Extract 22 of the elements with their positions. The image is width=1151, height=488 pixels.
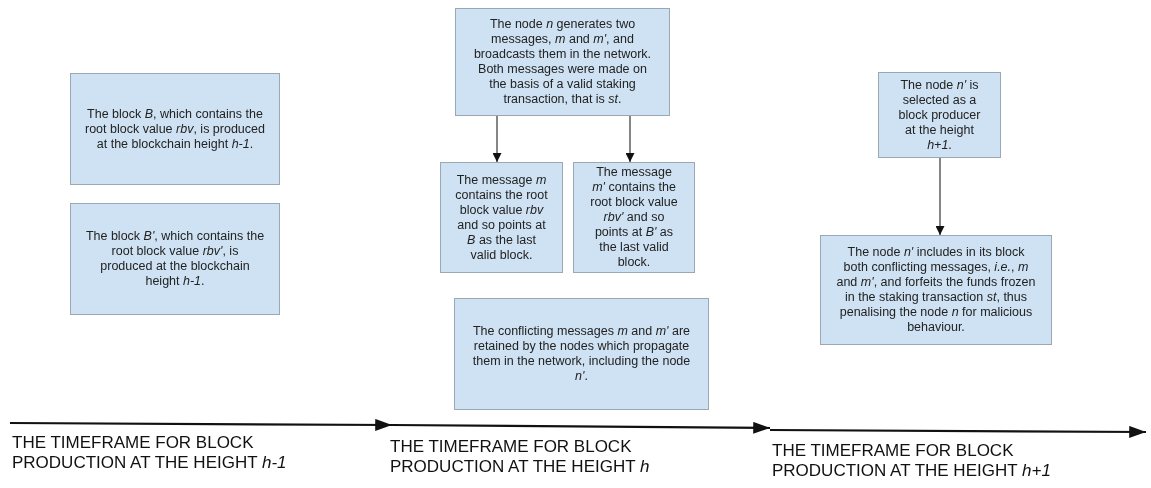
box-text: The conflicting messages m and m' are retained by the nodes which propagate them in the network, including the node n'. bbox=[471, 324, 692, 384]
process-box bbox=[820, 235, 1052, 345]
timeframe-label: THE TIMEFRAME FOR BLOCK PRODUCTION AT THE HEIGHT h+1 bbox=[772, 441, 1052, 481]
arrow bbox=[492, 115, 502, 163]
process-box bbox=[70, 203, 280, 315]
arrow bbox=[935, 157, 945, 236]
box-text: The block B', which contains the root block value rbv', is produced at the blockchain height h-1. bbox=[85, 229, 265, 289]
process-box bbox=[455, 8, 670, 116]
process-box bbox=[440, 162, 563, 273]
process-box bbox=[878, 72, 1001, 158]
process-box bbox=[454, 298, 709, 410]
arrow bbox=[625, 115, 635, 163]
box-text: The message m contains the root block value rbv and so points at B as the last valid block. bbox=[455, 172, 548, 263]
process-box bbox=[70, 73, 280, 185]
process-box bbox=[573, 162, 695, 273]
box-text: The node n' is selected as a block producer at the height h+1. bbox=[897, 77, 982, 153]
box-text: The block B, which contains the root block value rbv, is produced at the blockchain height h-1. bbox=[85, 106, 265, 152]
timeframe-label: THE TIMEFRAME FOR BLOCK PRODUCTION AT THE HEIGHT h-1 bbox=[12, 433, 288, 473]
box-text: The message m' contains the root block value rbv' and so points at B' as the last valid block. bbox=[589, 165, 679, 270]
box-text: The node n' includes in its block both conflicting messages, i.e., m and m', and forfeits the funds frozen in the staking transaction st, thus penalising the node n for malicious behaviour. bbox=[835, 245, 1037, 335]
timeframe-label: THE TIMEFRAME FOR BLOCK PRODUCTION AT THE HEIGHT h bbox=[390, 437, 651, 477]
box-text: The node n generates two messages, m and m', and broadcasts them in the network. Both messages were made on the basis of a valid staking transaction, that is st. bbox=[472, 17, 653, 107]
